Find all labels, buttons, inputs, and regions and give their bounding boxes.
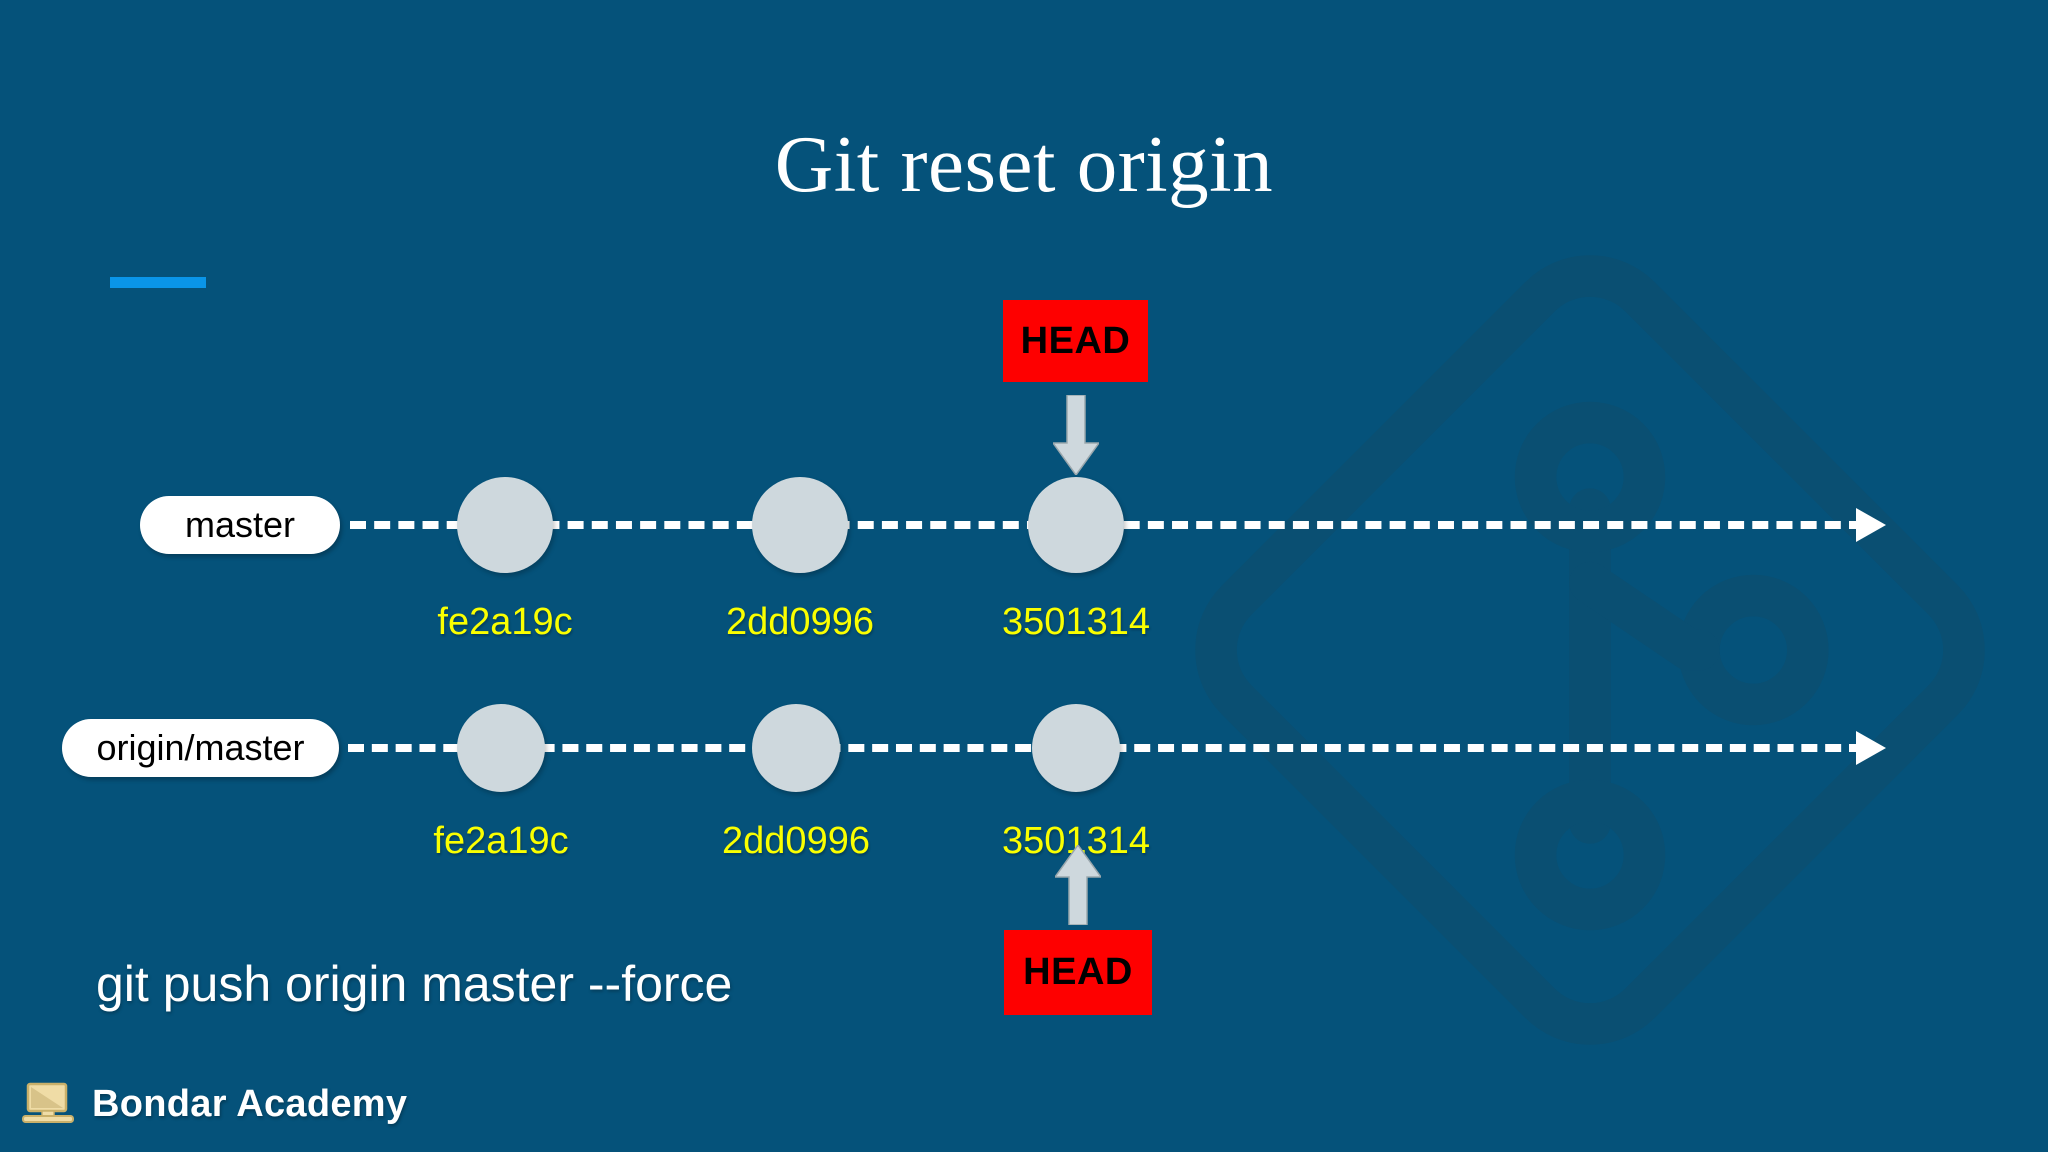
- git-logo-icon: [1195, 255, 1985, 1045]
- commit-hash-label: fe2a19c: [437, 601, 573, 643]
- footer-brand: Bondar Academy: [22, 1081, 407, 1127]
- arrow-down-icon: [1053, 395, 1099, 475]
- branch-label-master[interactable]: master: [140, 496, 340, 554]
- accent-bar: [110, 277, 206, 288]
- arrow-up-icon: [1055, 845, 1101, 925]
- commit-node[interactable]: [1032, 704, 1120, 792]
- page-title: Git reset origin: [774, 119, 1274, 209]
- commit-hash-label: 2dd0996: [722, 820, 870, 862]
- footer-brand-label: Bondar Academy: [92, 1082, 408, 1125]
- branch-arrowhead-origin-master: [1856, 731, 1886, 765]
- branch-label-origin-master[interactable]: origin/master: [62, 719, 339, 777]
- commit-node[interactable]: [457, 704, 545, 792]
- git-command-caption: git push origin master --force: [96, 956, 733, 1012]
- commit-hash-label: fe2a19c: [433, 820, 569, 862]
- commit-hash-label: 3501314: [1002, 601, 1150, 643]
- branch-arrowhead-master: [1856, 508, 1886, 542]
- head-badge-top: HEAD: [1003, 300, 1148, 382]
- laptop-icon: [22, 1082, 74, 1123]
- commit-node[interactable]: [1028, 477, 1124, 573]
- commit-node[interactable]: [752, 477, 848, 573]
- commit-node[interactable]: [752, 704, 840, 792]
- commit-node[interactable]: [457, 477, 553, 573]
- head-badge-bottom: HEAD: [1004, 930, 1152, 1015]
- commit-hash-label: 2dd0996: [726, 601, 874, 643]
